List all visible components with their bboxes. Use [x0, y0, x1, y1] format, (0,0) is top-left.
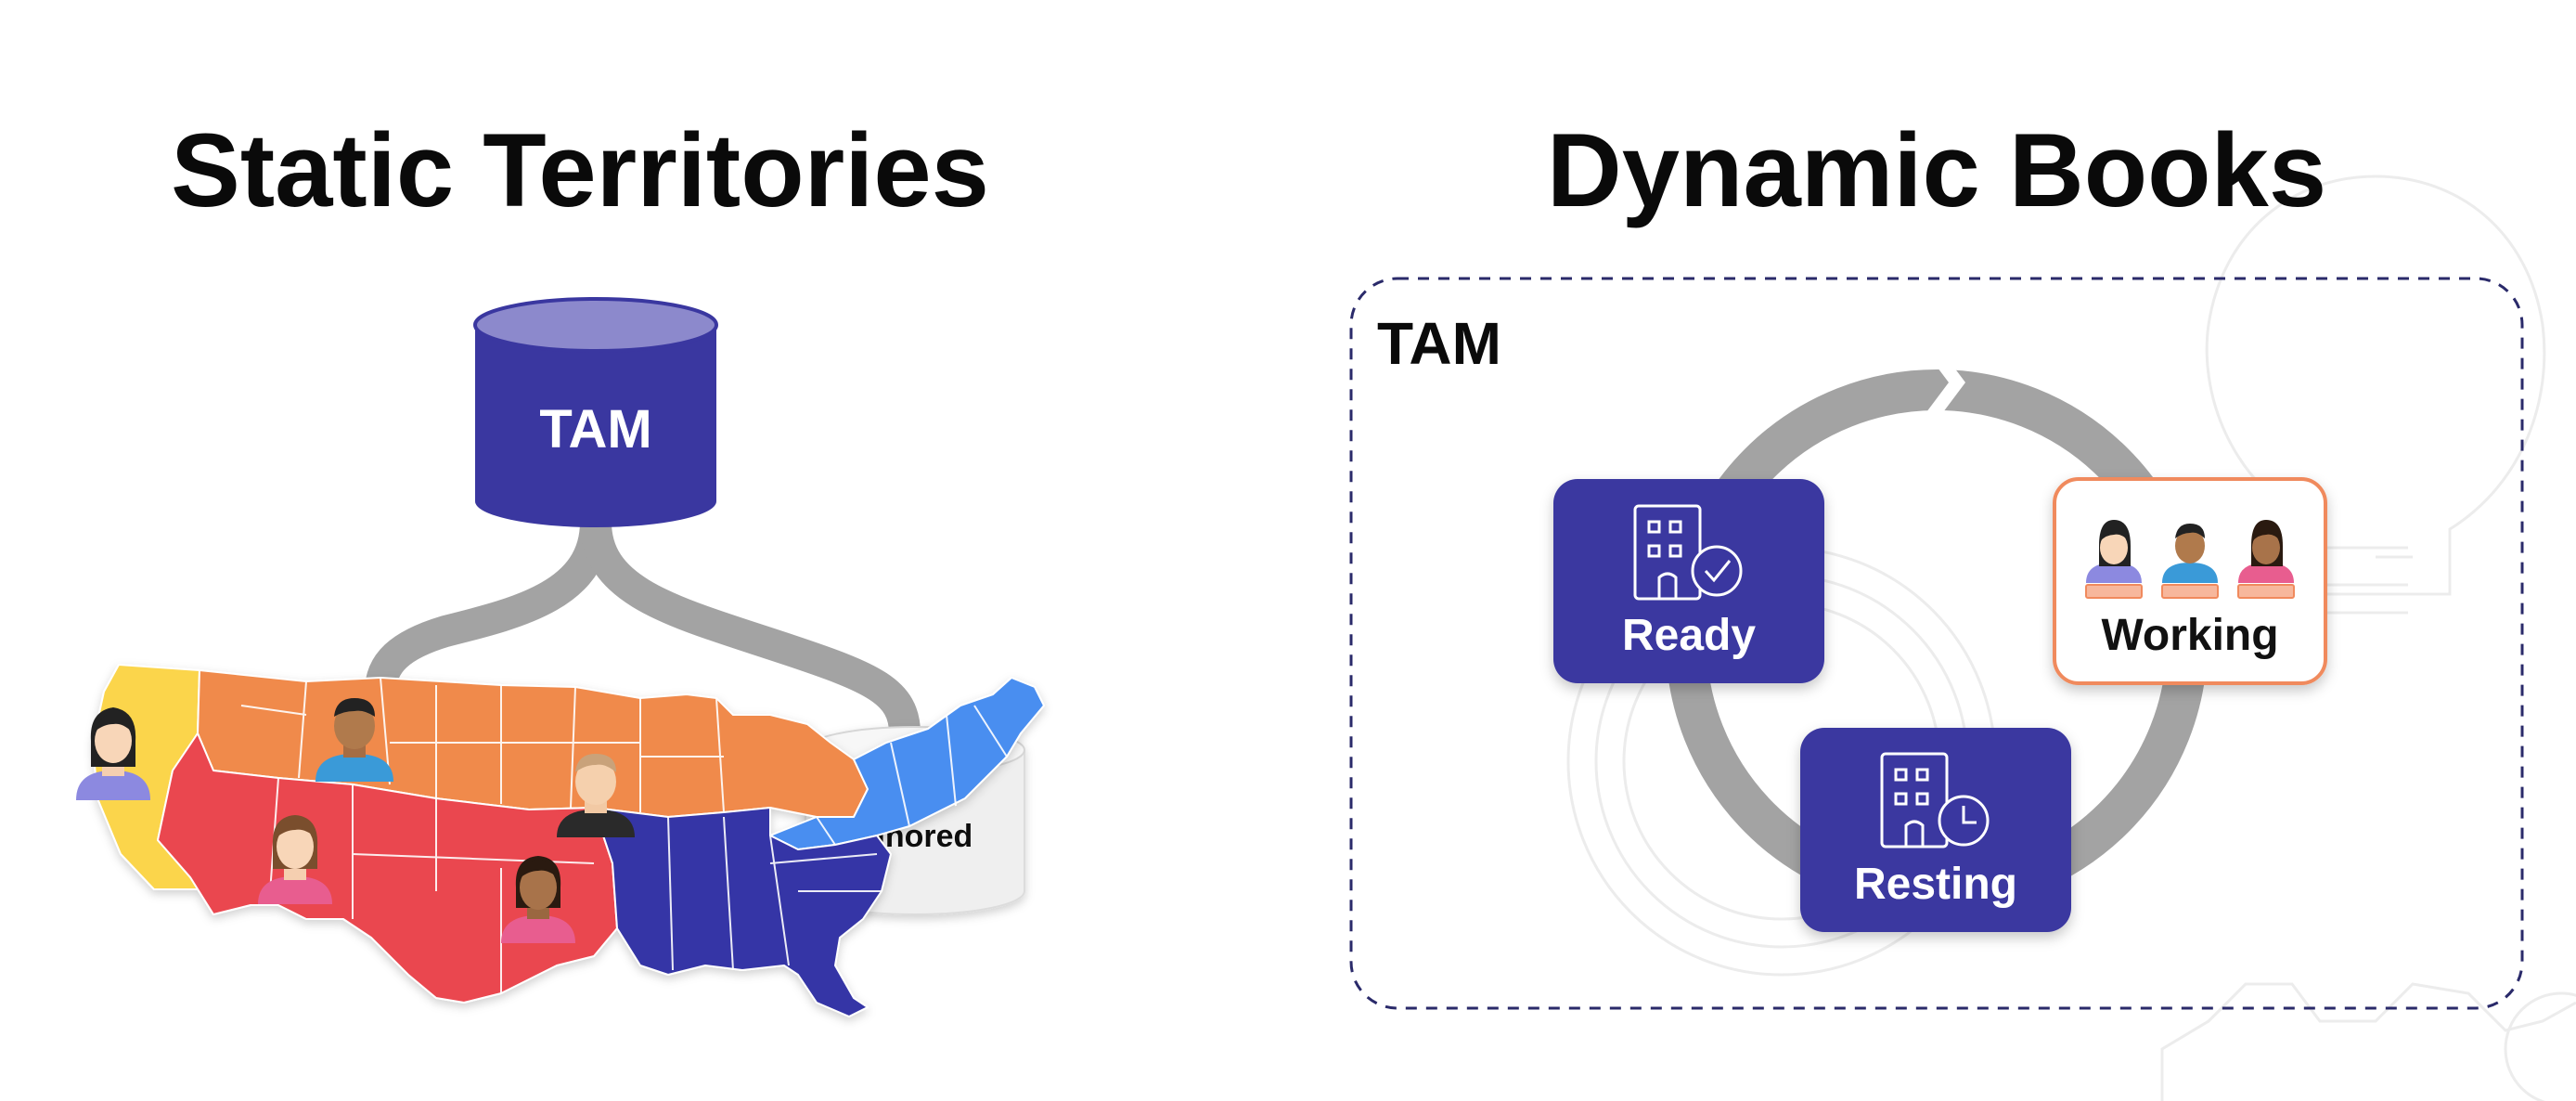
tam-label: TAM — [539, 399, 651, 460]
tam-container-label: TAM — [1377, 310, 1501, 377]
dynamic-books-title: Dynamic Books — [1547, 112, 2326, 228]
working-label: Working — [2101, 611, 2278, 660]
rep-avatar-north — [316, 698, 393, 782]
team-icon — [2085, 520, 2295, 599]
rep-avatar-southeast — [501, 856, 575, 943]
static-territories-title: Static Territories — [171, 112, 989, 228]
resting-label: Resting — [1854, 860, 2017, 909]
tam-split-pipes — [365, 521, 921, 734]
rep-avatar-south — [258, 815, 332, 904]
building-check-icon — [1633, 504, 1743, 601]
rep-avatars — [76, 698, 635, 943]
lightbulb-icon — [2205, 175, 2546, 596]
cycle-arrow-icon — [1921, 345, 1965, 420]
territory-northeast — [769, 677, 1045, 850]
ready-card — [1553, 479, 1824, 683]
ready-label: Ready — [1622, 611, 1756, 660]
rep-avatar-northeast — [557, 754, 635, 837]
gear-icon — [2160, 982, 2576, 1101]
building-clock-icon — [1880, 752, 1990, 848]
rep-avatar-west — [76, 707, 150, 800]
tam-container — [1349, 277, 2524, 1010]
tam-cylinder: TAM — [473, 297, 718, 527]
resting-card — [1800, 728, 2071, 932]
